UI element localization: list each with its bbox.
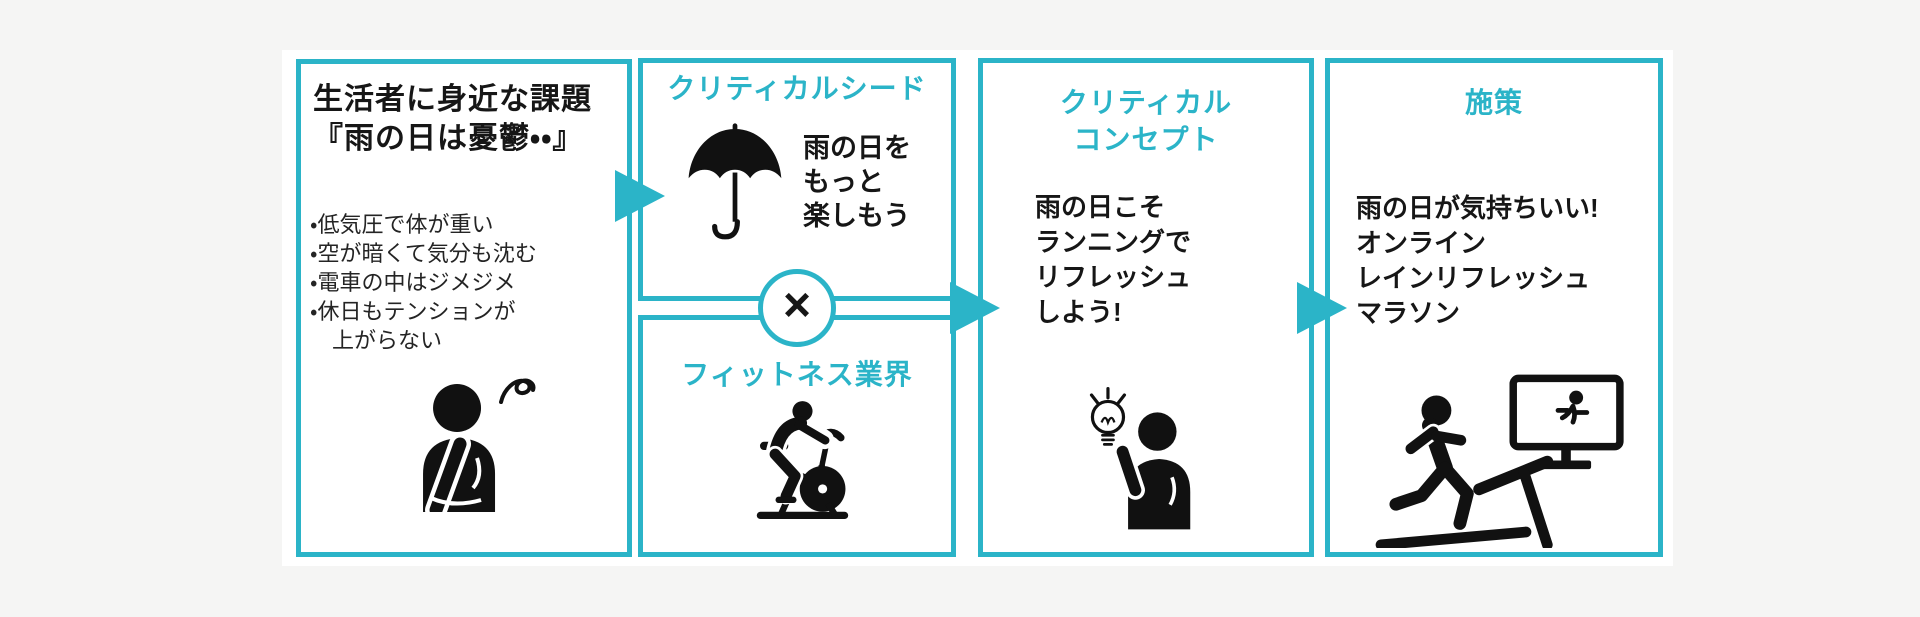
seed-text: 雨の日を もっと 楽しもう	[803, 131, 911, 233]
flow-arrow-concept-to-measure	[1297, 282, 1347, 334]
concept-title-line: コンセプト	[1073, 124, 1219, 155]
concept-body-line: ランニングで	[1035, 227, 1192, 257]
bullet-item: ・空が暗くて気分も沈む	[310, 241, 537, 266]
multiply-badge: ×	[758, 269, 836, 347]
panel-consumer-problem: 生活者に身近な課題 『雨の日は憂鬱・・』 ・低気圧で体が重い ・空が暗くて気分も…	[296, 59, 632, 557]
measure-body-line: マラソン	[1356, 298, 1461, 328]
cross-icon: ×	[782, 279, 812, 332]
critical-concept-title: クリティカル コンセプト	[983, 84, 1309, 158]
worried-person-icon	[423, 378, 536, 512]
problem-bullet-list: ・低気圧で体が重い ・空が暗くて気分も沈む ・電車の中はジメジメ ・休日もテンシ…	[310, 210, 627, 355]
concept-body-line: リフレッシュ	[1035, 262, 1192, 292]
measure-body-line: レインリフレッシュ	[1356, 263, 1591, 293]
problem-title-line: 生活者に身近な課題	[313, 83, 592, 116]
bullet-item: ・電車の中はジメジメ	[310, 270, 516, 295]
panel-critical-concept: クリティカル コンセプト 雨の日こそ ランニングで リフレッシュ しよう!	[978, 58, 1314, 557]
panel-measure: 施策 雨の日が気持ちいい! オンライン レインリフレッシュ マラソン	[1325, 58, 1663, 557]
seed-text-line: 楽しもう	[803, 201, 911, 231]
concept-body-line: しよう!	[1035, 297, 1122, 327]
flow-diagram-slide: 生活者に身近な課題 『雨の日は憂鬱・・』 ・低気圧で体が重い ・空が暗くて気分も…	[282, 50, 1673, 566]
measure-title: 施策	[1464, 87, 1523, 118]
seed-text-line: 雨の日を	[803, 133, 911, 163]
critical-seed-title: クリティカルシード	[667, 73, 927, 104]
umbrella-icon	[688, 123, 782, 240]
bullet-item: ・低気圧で体が重い	[310, 212, 494, 237]
measure-body-line: オンライン	[1356, 228, 1487, 258]
concept-body: 雨の日こそ ランニングで リフレッシュ しよう!	[1035, 190, 1309, 330]
fitness-industry-title: フィットネス業界	[681, 359, 913, 390]
problem-title: 生活者に身近な課題 『雨の日は憂鬱・・』	[313, 80, 627, 158]
bullet-item-continuation: 上がらない	[310, 328, 443, 353]
concept-title-line: クリティカル	[1059, 87, 1233, 118]
treadmill-runner-icon	[1375, 374, 1624, 548]
panel-fitness-industry: フィットネス業界	[638, 315, 956, 557]
seed-text-line: もっと	[803, 167, 884, 197]
panel-critical-seed: クリティカルシード 雨の日を もっと 楽しもう	[638, 58, 956, 301]
idea-person-icon	[1089, 387, 1191, 530]
bullet-item: ・休日もテンションが	[310, 299, 516, 324]
measure-body-line: 雨の日が気持ちいい!	[1356, 193, 1599, 223]
flow-arrow-seed-to-concept	[950, 282, 1000, 334]
concept-body-line: 雨の日こそ	[1035, 192, 1166, 222]
measure-body: 雨の日が気持ちいい! オンライン レインリフレッシュ マラソン	[1356, 191, 1658, 331]
seed-content-row: 雨の日を もっと 楽しもう	[643, 121, 951, 243]
problem-title-line: 『雨の日は憂鬱・・』	[313, 122, 584, 155]
flow-arrow-problem-to-seed	[615, 170, 665, 222]
exercise-bike-icon	[756, 401, 849, 520]
